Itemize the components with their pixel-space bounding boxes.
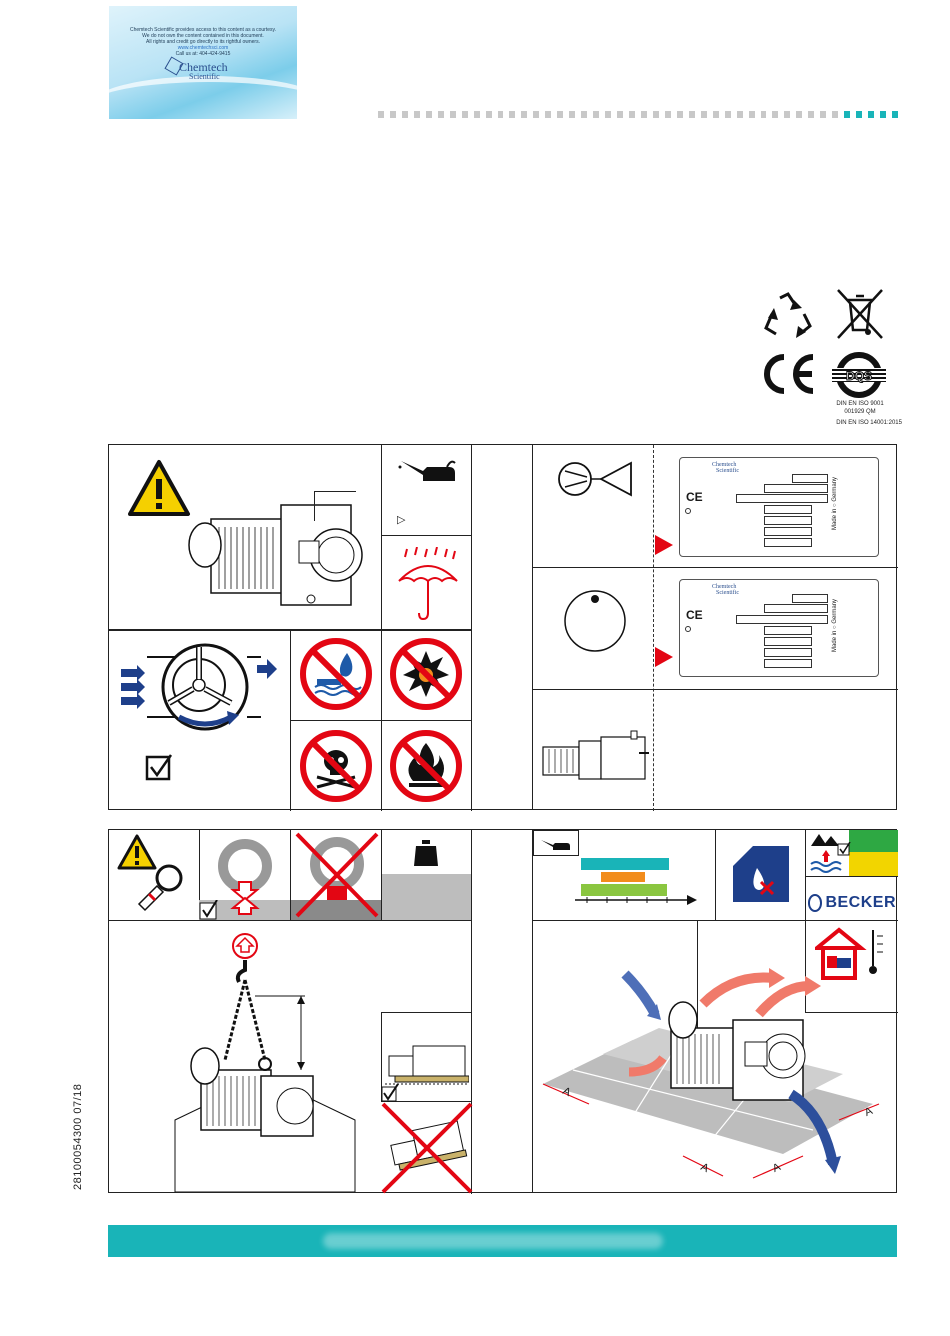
oil-can-small-icon xyxy=(541,840,570,850)
svg-text:DQS: DQS xyxy=(846,369,872,383)
plate-hole-icon xyxy=(685,508,691,514)
banner-line-1: Chemtech Scientific provides access to t… xyxy=(129,27,277,33)
check-mark-icon xyxy=(199,900,218,920)
plate-logo: Chemtech Scientific xyxy=(712,462,739,474)
vacuum-pump-illustration xyxy=(188,504,363,606)
iso-9001-label: DIN EN ISO 9001 xyxy=(836,401,884,407)
panel-nameplate: Chemtech Scientific CE Made in ○ Germany… xyxy=(532,444,898,811)
plate-made-in-text-2: Made in xyxy=(832,630,838,652)
weee-crossed-bin-icon xyxy=(837,289,883,339)
iso-14001-label: DIN EN ISO 14001:2015 xyxy=(836,420,902,426)
footer-bar xyxy=(108,1225,897,1257)
checkbox-checked-icon xyxy=(145,754,173,781)
eyebolt-correct-icon xyxy=(218,839,272,915)
correct-placement-box xyxy=(381,1012,472,1102)
panel-safety-storage: ▷ xyxy=(108,444,533,811)
weight-icon xyxy=(414,840,438,866)
panel-transport-lifting xyxy=(108,829,533,1194)
rotation-indicator-icon xyxy=(564,590,626,652)
plate-pointer-arrow-2 xyxy=(655,647,673,667)
pump-on-pallet-correct xyxy=(385,1045,469,1085)
temperature-range-chart xyxy=(575,858,697,905)
footer-highlight xyxy=(323,1233,663,1249)
eyebolt-incorrect-icon xyxy=(295,832,379,918)
plate-made-in-text: Made in xyxy=(832,508,838,530)
plate-made-in-2: Made in ○ Germany xyxy=(832,598,838,652)
no-flammable-prohibition-icon xyxy=(390,730,462,802)
rotation-direction-diagram xyxy=(121,643,277,731)
banner-brand-sub: Scientific xyxy=(189,72,220,81)
becker-emblem-icon xyxy=(808,894,823,912)
plate-brand-sub-2: Scientific xyxy=(716,590,739,596)
becker-brand-text: BECKER xyxy=(825,894,896,911)
indoor-installation-icon xyxy=(815,927,883,980)
header-dotted-rule xyxy=(378,111,898,118)
no-condensation-icon xyxy=(733,846,789,902)
iso-9001-text: DIN EN ISO 9001 001929 QM xyxy=(820,400,900,416)
nameplate-bottom: Chemtech Scientific CE Made in ○ Germany xyxy=(679,579,879,677)
arrow-symbol: ▷ xyxy=(397,514,406,526)
no-toxic-prohibition-icon xyxy=(300,730,372,802)
plate-ce-mark-2: CE xyxy=(686,608,703,622)
plate-made-in: Made in ○ Germany xyxy=(832,476,838,530)
installation-clearance-illustration xyxy=(542,968,880,1179)
banner-phone: Call us at: 404-424-9415 xyxy=(175,51,231,57)
banner-line-2: We do not own the content contained in t… xyxy=(142,33,264,39)
plate-hole-icon-2 xyxy=(685,626,691,632)
qm-number: 001929 QM xyxy=(844,409,876,415)
ce-mark-icon xyxy=(764,354,814,394)
check-mark-icon-3 xyxy=(837,842,851,856)
plate-pointer-arrow-1 xyxy=(655,535,673,555)
plate-country-text-2: Germany xyxy=(832,598,838,624)
plate-logo-2: Chemtech Scientific xyxy=(712,584,739,596)
plate-country-text: Germany xyxy=(832,476,838,502)
crane-hook-lifting-illustration xyxy=(174,933,356,1192)
document-code: 28100054300 07/18 xyxy=(72,1083,84,1190)
oil-can-small-box xyxy=(533,830,579,856)
banner-brand: Chemtech Scientific xyxy=(179,60,228,82)
banner-line-3: All rights and credit go directly to its… xyxy=(146,39,260,45)
plate-brand-sub: Scientific xyxy=(716,468,739,474)
pump-tilted-incorrect xyxy=(381,1102,473,1194)
altitude-flood-icon xyxy=(810,834,842,873)
dqs-certification-icon: DQS xyxy=(832,352,886,398)
vacuum-pump-symbol-icon xyxy=(558,461,632,497)
plate-brand: Chemtech xyxy=(712,462,737,468)
banner-website-link[interactable]: www.chemtechsci.com xyxy=(177,45,229,51)
panel-installation-conditions: A A A A xyxy=(532,829,898,1193)
recycle-icon xyxy=(764,292,812,338)
warning-triangle-icon xyxy=(128,460,190,516)
pump-side-view-illustration xyxy=(542,730,649,780)
courtesy-banner: Chemtech Scientific provides access to t… xyxy=(109,6,297,119)
becker-logo: BECKER xyxy=(808,892,896,914)
banner-wave-decoration xyxy=(109,76,297,119)
nameplate-top: Chemtech Scientific CE Made in ○ Germany xyxy=(679,457,879,557)
keep-dry-umbrella-icon xyxy=(398,547,458,621)
check-mark-icon-2 xyxy=(381,1084,399,1102)
plate-ce-mark: CE xyxy=(686,490,703,504)
plate-brand-2: Chemtech xyxy=(712,584,737,590)
no-explosive-prohibition-icon xyxy=(390,638,462,710)
banner-brand-name: Chemtech xyxy=(179,60,228,74)
oil-can-icon xyxy=(398,460,456,481)
warning-eyebolt-icon xyxy=(117,834,183,912)
no-water-prohibition-icon xyxy=(300,638,372,710)
